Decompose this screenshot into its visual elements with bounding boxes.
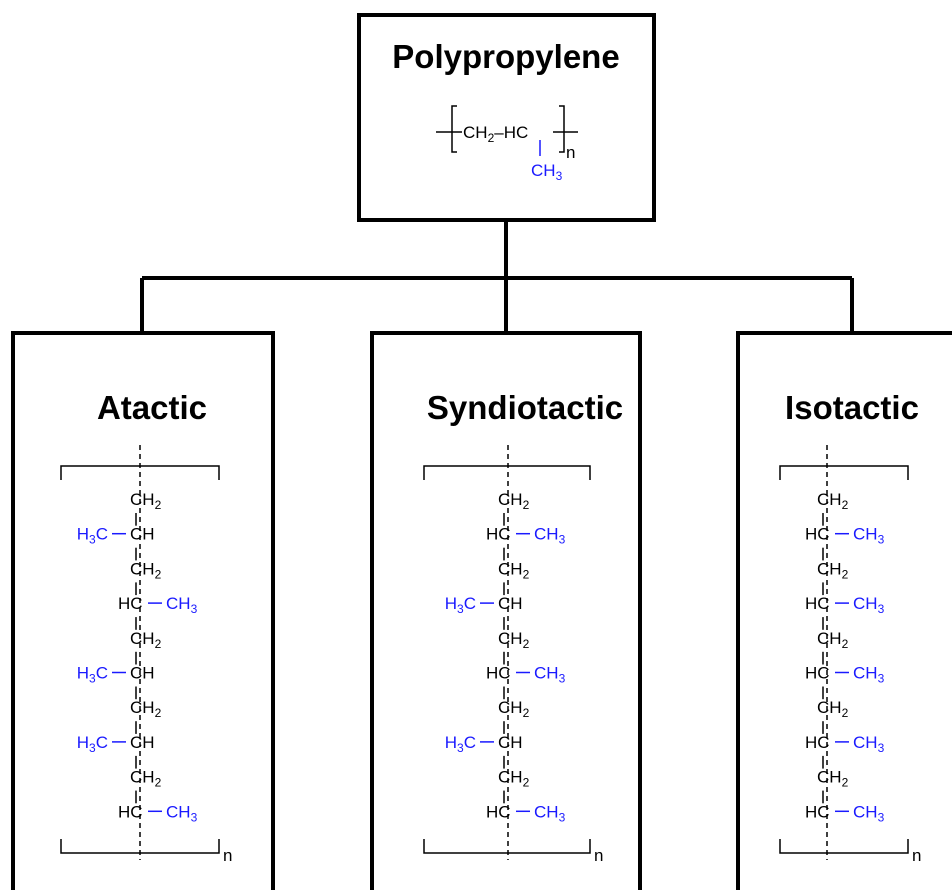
root-title: Polypropylene (392, 38, 619, 75)
formula-repeat-n: n (566, 143, 575, 162)
formula-bracket-left (451, 105, 457, 153)
methylene-group: CH2 (130, 559, 162, 581)
methine-group: HC (118, 594, 143, 613)
methylene-group: CH2 (130, 490, 162, 512)
methyl-group: H3C (77, 733, 108, 755)
bracket-bottom (779, 839, 909, 854)
methylene-group: CH2 (130, 629, 162, 651)
column-title: Atactic (97, 389, 207, 426)
repeat-n-label: n (912, 846, 921, 865)
methine-group: HC (118, 802, 143, 821)
methylene-group: CH2 (817, 698, 849, 720)
methyl-group: CH3 (853, 733, 885, 755)
methine-group: CH (498, 594, 523, 613)
methyl-group: CH3 (166, 802, 198, 824)
root-box-frame (357, 13, 656, 222)
column-title: Isotactic (785, 389, 919, 426)
column-box-frame (370, 331, 642, 890)
methylene-group: CH2 (817, 490, 849, 512)
methine-group: CH (130, 525, 155, 544)
methylene-group: CH2 (130, 768, 162, 790)
methylene-group: CH2 (817, 559, 849, 581)
methylene-group: CH2 (498, 768, 530, 790)
methine-group: HC (805, 664, 830, 683)
methylene-group: CH2 (498, 490, 530, 512)
methyl-group: CH3 (534, 664, 566, 686)
column-title: Syndiotactic (427, 389, 623, 426)
methine-group: HC (486, 802, 511, 821)
repeat-n-label: n (223, 846, 232, 865)
formula-side-group: CH3 (531, 161, 563, 183)
methylene-group: CH2 (817, 629, 849, 651)
methyl-group: H3C (77, 664, 108, 686)
column-box-frame (736, 331, 952, 890)
methyl-group: H3C (77, 525, 108, 547)
tree-connectors (140, 220, 854, 333)
root-formula: CH2–HC CH3 n (436, 105, 578, 183)
repeat-n-label: n (594, 846, 603, 865)
methyl-group: H3C (445, 733, 476, 755)
root-box: Polypropylene CH2–HC CH3 n (357, 13, 656, 222)
methyl-group: CH3 (853, 525, 885, 547)
methyl-group: CH3 (534, 525, 566, 547)
formula-bracket-right (559, 105, 565, 153)
bracket-top (779, 465, 909, 480)
methylene-group: CH2 (498, 629, 530, 651)
methine-group: CH (130, 733, 155, 752)
methyl-group: CH3 (853, 802, 885, 824)
methyl-group: CH3 (166, 594, 198, 616)
methyl-group: CH3 (853, 664, 885, 686)
methine-group: HC (805, 525, 830, 544)
methylene-group: CH2 (498, 698, 530, 720)
column-box-frame (11, 331, 275, 890)
methine-group: HC (486, 525, 511, 544)
methine-group: CH (498, 733, 523, 752)
bracket-bottom (423, 839, 591, 854)
methylene-group: CH2 (817, 768, 849, 790)
methine-group: HC (805, 802, 830, 821)
methylene-group: CH2 (498, 559, 530, 581)
methine-group: CH (130, 664, 155, 683)
bracket-top (423, 465, 591, 480)
methyl-group: CH3 (534, 802, 566, 824)
methine-group: HC (805, 733, 830, 752)
formula-backbone: CH2–HC (463, 123, 528, 145)
methylene-group: CH2 (130, 698, 162, 720)
methyl-group: H3C (445, 594, 476, 616)
methine-group: HC (805, 594, 830, 613)
methine-group: HC (486, 664, 511, 683)
methyl-group: CH3 (853, 594, 885, 616)
